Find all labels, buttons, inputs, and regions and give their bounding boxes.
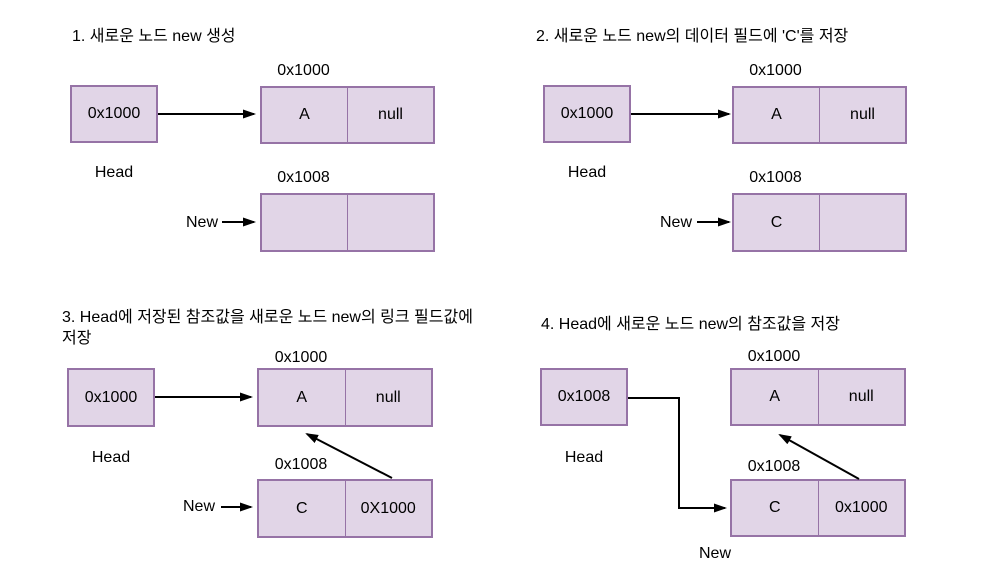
step-4-title: 4. Head에 새로운 노드 new의 참조값을 저장: [541, 316, 840, 333]
node-a-address-label: 0x1000: [747, 348, 801, 365]
node-new: [260, 193, 435, 252]
head-label: Head: [567, 164, 607, 181]
node-a: A null: [257, 368, 433, 427]
head-pointer-value: 0x1008: [557, 388, 611, 405]
node-a-address-label: 0x1000: [749, 62, 802, 79]
node-new-link-cell: 0x1000: [817, 481, 905, 535]
node-new: C: [732, 193, 907, 252]
node-a-link-cell: null: [817, 370, 905, 424]
node-new-link-cell: 0X1000: [344, 481, 432, 536]
node-a: A null: [732, 86, 907, 144]
node-new-address-label: 0x1008: [749, 169, 802, 186]
step-2-title: 2. 새로운 노드 new의 데이터 필드에 'C'를 저장: [536, 28, 849, 45]
node-a-address-label: 0x1000: [277, 62, 330, 79]
new-pointer-label: New: [182, 498, 215, 515]
head-label: Head: [91, 449, 131, 466]
node-a-link-cell: null: [819, 88, 905, 142]
node-a-data-cell: A: [769, 388, 781, 405]
head-pointer-value: 0x1000: [87, 105, 141, 122]
new-pointer-label: New: [698, 545, 731, 562]
new-pointer-label: New: [185, 214, 218, 231]
node-new-link-cell: [347, 195, 433, 250]
node-new-data-cell: C: [295, 499, 308, 517]
panel-step-1: 1. 새로운 노드 new 생성 0x1000 Head 0x1000 A nu…: [0, 0, 491, 288]
node-new-data-cell: C: [770, 213, 783, 231]
node-new-address-label: 0x1008: [274, 456, 328, 473]
node-a: A null: [730, 368, 906, 426]
node-a-link-cell: null: [344, 370, 432, 425]
node-new-address-label: 0x1008: [747, 458, 801, 475]
step-1-title: 1. 새로운 노드 new 생성: [72, 28, 236, 45]
node-a-link-cell: null: [347, 88, 433, 142]
head-label: Head: [94, 164, 134, 181]
node-new-address-label: 0x1008: [277, 169, 330, 186]
node-a-address-label: 0x1000: [274, 349, 328, 366]
node-a-data-cell: A: [296, 388, 308, 406]
node-new: C 0X1000: [257, 479, 433, 538]
node-new: C 0x1000: [730, 479, 906, 537]
head-pointer-box: 0x1000: [543, 85, 631, 143]
panel-step-4: 4. Head에 새로운 노드 new의 참조값을 저장 0x1008 Head…: [491, 288, 982, 576]
new-pointer-label: New: [659, 214, 692, 231]
head-pointer-value: 0x1000: [560, 105, 614, 122]
panel-step-3: 3. Head에 저장된 참조값을 새로운 노드 new의 링크 필드값에 저장…: [0, 288, 491, 576]
node-new-data-cell: [262, 195, 347, 250]
node-a: A null: [260, 86, 435, 144]
node-a-data-cell: A: [299, 106, 310, 123]
panel-step-2: 2. 새로운 노드 new의 데이터 필드에 'C'를 저장 0x1000 He…: [491, 0, 982, 288]
node-new-data-cell: C: [768, 499, 781, 516]
head-pointer-box: 0x1008: [540, 368, 628, 426]
head-label: Head: [564, 449, 604, 466]
node-new-link-cell: [819, 195, 905, 250]
node-a-data-cell: A: [771, 106, 782, 123]
head-pointer-value: 0x1000: [84, 388, 138, 406]
head-pointer-box: 0x1000: [67, 368, 155, 427]
step-3-title: 3. Head에 저장된 참조값을 새로운 노드 new의 링크 필드값에 저장: [62, 309, 478, 347]
head-pointer-box: 0x1000: [70, 85, 158, 143]
